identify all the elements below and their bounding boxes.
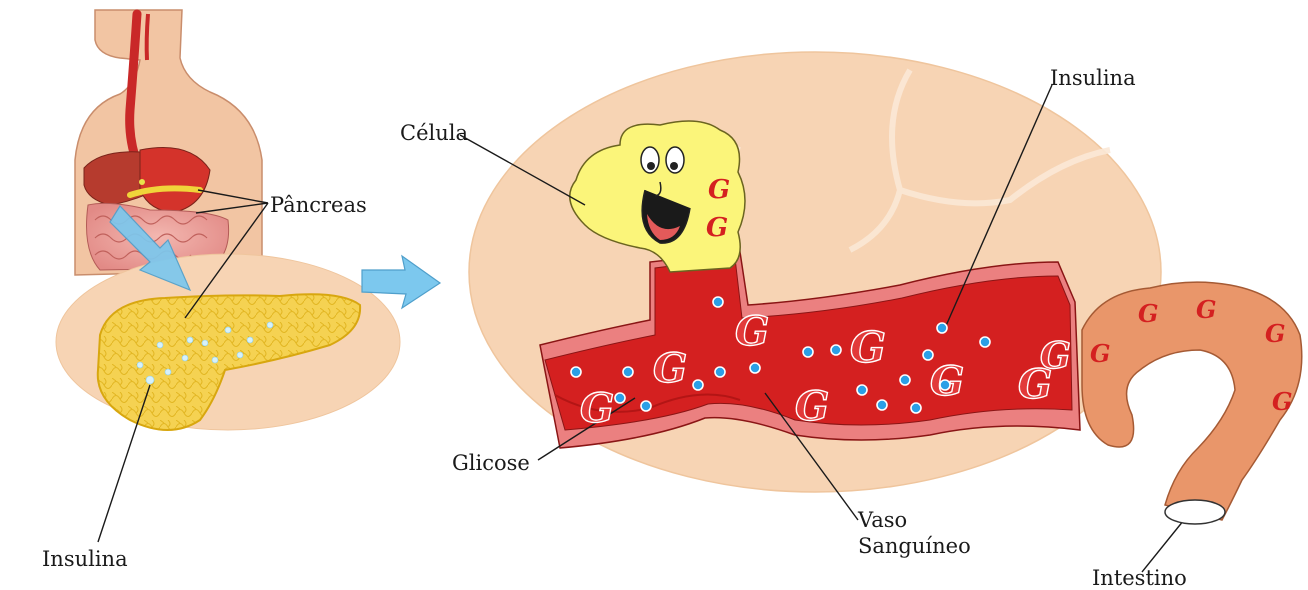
glucose-symbol: G	[1196, 295, 1217, 324]
torso-figure	[75, 10, 262, 275]
insulin-dot	[877, 400, 887, 410]
insulin-dot	[715, 367, 725, 377]
pancreas-label: Pâncreas	[270, 193, 367, 217]
glucose-symbol: G	[795, 383, 829, 430]
insulin-dot	[937, 323, 947, 333]
insulin-dot	[831, 345, 841, 355]
insulin-dot	[750, 363, 760, 373]
insulin-dot	[803, 347, 813, 357]
glucose-symbol: G	[1265, 319, 1286, 348]
insulin-dot	[641, 401, 651, 411]
glucose-symbol: G	[653, 345, 687, 392]
glucose-symbol: G	[1272, 387, 1293, 416]
insulin-dot	[615, 393, 625, 403]
insulin-dot	[857, 385, 867, 395]
glucose-symbol: G	[1090, 339, 1111, 368]
cell-label: Célula	[400, 121, 468, 145]
insulin-dot	[900, 375, 910, 385]
insulin-right-label: Insulina	[1050, 66, 1136, 90]
insulin-dot	[623, 367, 633, 377]
glucose-symbol: G	[1138, 299, 1159, 328]
glucose-symbol: G	[735, 308, 769, 355]
insulin-dot	[911, 403, 921, 413]
vessel-label-line1: Vaso	[857, 508, 907, 532]
vessel-label-line2: Sanguíneo	[858, 534, 971, 558]
insulin-dot	[980, 337, 990, 347]
intestine-label: Intestino	[1092, 566, 1187, 590]
insulin-dot	[713, 297, 723, 307]
insulin-dot	[571, 367, 581, 377]
glucose-label: Glicose	[452, 451, 530, 475]
glucose-symbol: G	[580, 385, 614, 432]
glucose-symbol: G	[850, 323, 886, 372]
glucose-symbol: G	[1040, 335, 1071, 377]
glucose-symbol: G	[706, 213, 728, 243]
insulin-dot	[940, 380, 950, 390]
insulin-dot	[693, 380, 703, 390]
glucose-symbol: G	[708, 175, 730, 205]
insulin-dot	[923, 350, 933, 360]
insulin-left-label: Insulina	[42, 547, 128, 571]
